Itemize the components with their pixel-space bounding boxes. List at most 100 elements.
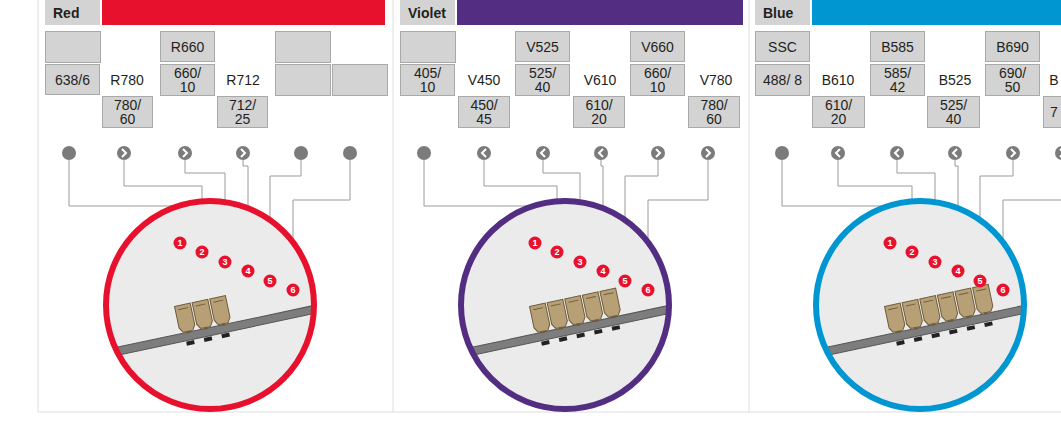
detector-name: B610 xyxy=(822,73,855,87)
detector-name: V450 xyxy=(468,73,501,87)
filter-box: V525 xyxy=(515,31,570,62)
detector-module xyxy=(547,299,568,329)
callout-number: 3 xyxy=(219,256,232,269)
module-detail xyxy=(586,296,596,298)
mount-block xyxy=(931,333,940,339)
detector-dot xyxy=(1055,146,1061,160)
mount-block xyxy=(541,340,550,346)
callout-number: 6 xyxy=(642,284,655,297)
detector-module xyxy=(902,299,923,329)
detector-dot xyxy=(117,146,131,160)
detector-dot xyxy=(890,146,904,160)
chevron xyxy=(183,149,187,157)
filter-box: 525/ 40 xyxy=(515,64,570,96)
detector-module xyxy=(973,284,994,314)
detector-dot xyxy=(651,146,665,160)
detector-module xyxy=(192,299,213,329)
node-text: 780/ 60 xyxy=(107,98,148,126)
mount-block xyxy=(186,340,195,346)
detector-dot xyxy=(62,146,76,160)
module-detail xyxy=(906,304,916,306)
detector-name: R780 xyxy=(110,73,143,87)
mount-block xyxy=(559,336,568,342)
node-text: 660/ 10 xyxy=(635,66,680,94)
rail-stop xyxy=(317,289,327,312)
filter-box: 585/ 42 xyxy=(870,64,925,96)
module-detail xyxy=(959,293,969,295)
detector-module xyxy=(582,292,603,322)
panel-border xyxy=(393,0,394,412)
callout-number: 2 xyxy=(551,246,564,259)
module-tip xyxy=(949,320,953,323)
detail-circle-ground xyxy=(816,201,1024,409)
empty-filter-box xyxy=(46,32,101,63)
node-text: Red xyxy=(53,6,79,20)
filter-box: 780/ 60 xyxy=(102,96,153,128)
callout-number: 5 xyxy=(974,275,987,288)
callout-number: 6 xyxy=(997,284,1010,297)
mount-block xyxy=(221,333,230,339)
node-text: B585 xyxy=(881,40,914,54)
detector-dot xyxy=(701,146,715,160)
module-tip xyxy=(221,323,225,326)
filter-box: 610/ 20 xyxy=(812,96,865,128)
detector-module xyxy=(210,296,231,326)
empty-filter-box xyxy=(333,65,388,96)
module-tip xyxy=(611,316,615,319)
empty-filter-box xyxy=(401,32,456,63)
node-text: 712/ 25 xyxy=(222,98,263,126)
callout-number: 1 xyxy=(529,237,542,250)
module-detail xyxy=(533,308,543,310)
node-text: B690 xyxy=(996,40,1029,54)
filter-box: 780/ 60 xyxy=(688,96,740,128)
detector-dot xyxy=(178,146,192,160)
detector-dot xyxy=(775,146,789,160)
detector-dot xyxy=(831,146,845,160)
detector-name: R712 xyxy=(226,73,259,87)
module-tip xyxy=(559,327,563,330)
laser-bar xyxy=(812,0,1061,25)
node-text: Blue xyxy=(763,6,793,20)
detector-module xyxy=(937,292,958,322)
module-tip xyxy=(541,331,545,334)
detector-module xyxy=(600,288,621,318)
detector-module xyxy=(920,296,941,326)
rail-stop xyxy=(672,289,682,312)
detector-dot xyxy=(343,146,357,160)
filter-box: 488/ 8 xyxy=(755,64,810,96)
chevron xyxy=(482,149,486,157)
node-text: 525/ 40 xyxy=(520,66,565,94)
mount-block xyxy=(949,329,958,335)
node-text: SSC xyxy=(768,40,797,54)
detector-module xyxy=(530,303,551,333)
node-text: 660/ 10 xyxy=(165,66,210,94)
detector-dot xyxy=(236,146,250,160)
mount-block xyxy=(612,325,621,331)
module-detail xyxy=(178,308,188,310)
laser-label: Red xyxy=(45,0,100,25)
filter-box: 7 xyxy=(1043,96,1061,128)
module-detail xyxy=(568,300,578,302)
node-text: 405/ 10 xyxy=(405,66,450,94)
detail-circle xyxy=(816,201,1024,409)
detail-circle-ground xyxy=(461,201,669,409)
filter-box: 525/ 40 xyxy=(927,96,980,128)
module-tip xyxy=(914,327,918,330)
chevron xyxy=(706,149,710,157)
module-detail xyxy=(888,308,898,310)
node-text: 525/ 40 xyxy=(932,98,975,126)
detector-name: B xyxy=(1049,73,1058,87)
node-text: Violet xyxy=(408,6,446,20)
callout-number: 4 xyxy=(242,265,255,278)
module-tip xyxy=(594,320,598,323)
module-detail xyxy=(941,296,951,298)
chevron xyxy=(541,149,545,157)
detector-dot xyxy=(477,146,491,160)
detector-dot xyxy=(417,146,431,160)
node-text: 450/ 45 xyxy=(463,98,505,126)
chevron xyxy=(599,149,603,157)
detail-circle xyxy=(461,201,669,409)
detector-dot xyxy=(536,146,550,160)
callout-number: 6 xyxy=(287,284,300,297)
detector-name: B525 xyxy=(939,73,972,87)
